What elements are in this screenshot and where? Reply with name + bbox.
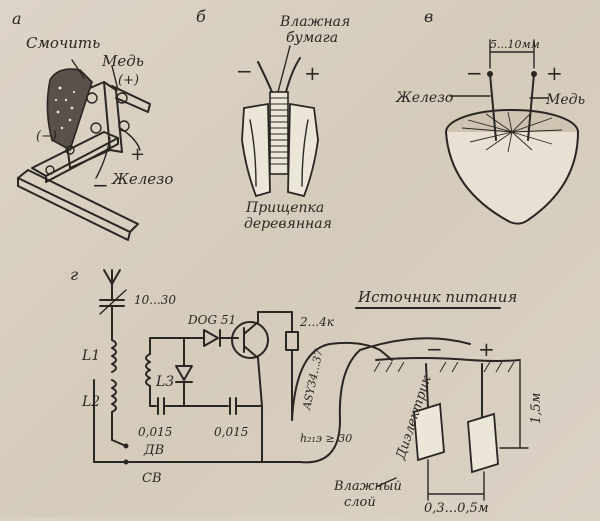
minus-plate <box>413 402 445 462</box>
wire-minus <box>95 137 111 179</box>
plate-lines <box>270 97 288 165</box>
base-plate <box>17 169 139 233</box>
lemon-segments <box>461 111 563 153</box>
pointer-wet-paper <box>277 45 291 93</box>
spacing-label: 5...10мм <box>490 38 540 51</box>
sv-label: СВ <box>142 471 162 486</box>
L3-label: L3 <box>155 374 174 390</box>
plate-stack <box>269 91 289 175</box>
minus-sign-b: − <box>236 59 253 83</box>
minus-sign-v: − <box>466 61 483 85</box>
L1-label: L1 <box>81 348 100 364</box>
diode-dog51 <box>203 329 219 347</box>
label-wet-paper-1: Влажная <box>279 14 350 30</box>
plus-sign-v: + <box>546 61 563 85</box>
wet-layer-label-1: Влажный <box>333 479 402 494</box>
wet-layer-label-2: слой <box>344 495 376 510</box>
minus-paren: (−) <box>36 129 57 144</box>
wet-felt <box>46 68 93 152</box>
iron-electrode <box>489 73 497 141</box>
label-copper: Медь <box>101 52 144 70</box>
top-plate <box>111 85 151 113</box>
transistor-emitter <box>243 345 259 359</box>
panel-b: б − + Влажная бумага Прищепка деревянная <box>196 7 350 232</box>
diode-label: DOG 51 <box>187 313 236 327</box>
panel-a: a Смочить <box>12 9 173 241</box>
label-iron-v: Железо <box>395 90 453 106</box>
panel-v: в 5...10мм − + Железо Медь <box>395 7 585 225</box>
lead-plus <box>285 57 301 93</box>
label-wet: Смочить <box>26 34 100 52</box>
minus-sign: − <box>92 173 109 197</box>
minus-rod <box>425 363 429 409</box>
label-clip-2: деревянная <box>244 216 332 232</box>
pointer-wet <box>71 59 85 79</box>
label-wet-paper-2: бумага <box>286 30 338 46</box>
ground-hatching <box>373 361 515 373</box>
depth-label: 1,5м <box>529 393 544 424</box>
plus-sign-b: + <box>304 61 321 85</box>
label-copper-v: Медь <box>545 92 585 108</box>
label-iron: Железо <box>111 170 173 188</box>
copper-terminal <box>531 71 537 77</box>
plus-paren: (+) <box>118 73 139 88</box>
coil-L3 <box>145 353 151 387</box>
coil-L2 <box>111 379 117 413</box>
diode-detector <box>175 365 193 381</box>
transistor-label: ASY34...37 <box>300 348 326 412</box>
switch-dv-wire <box>111 439 127 447</box>
clothespin-left <box>241 102 271 198</box>
copper-electrode <box>527 73 535 141</box>
plus-plate <box>467 412 499 474</box>
cap2-label: 0,015 <box>214 425 248 439</box>
power-source-label: Источник питания <box>357 288 517 306</box>
tune-cap-arrow <box>99 289 127 315</box>
antenna-icon <box>103 269 121 301</box>
resistor-label: 2...4к <box>299 315 335 329</box>
hfe-label: h₂₁э ≥ 30 <box>300 432 352 445</box>
plus-sign-g: + <box>478 337 495 361</box>
wire-emitter-down <box>257 357 263 407</box>
copper-strip-side <box>103 81 123 153</box>
label-clip-1: Прищепка <box>245 200 324 216</box>
panel-a-letter: a <box>12 9 22 28</box>
distance-label: 0,3...0,5м <box>424 501 489 516</box>
ground-surface <box>375 357 521 362</box>
panel-v-letter: в <box>424 7 433 26</box>
plus-sign: + <box>130 144 145 165</box>
grain-left <box>249 119 257 187</box>
lemon-peel <box>445 131 579 225</box>
panel-g-letter: г <box>70 265 78 284</box>
dv-label: ДВ <box>143 443 164 458</box>
wire-plus <box>119 127 141 151</box>
panel-b-letter: б <box>196 7 206 26</box>
L2-label: L2 <box>81 394 100 410</box>
cap-tune-label: 10...30 <box>134 293 176 307</box>
coil-L1 <box>111 339 117 373</box>
cap1-label: 0,015 <box>138 425 172 439</box>
transistor-collector <box>243 321 259 335</box>
iron-terminal <box>487 71 493 77</box>
wire-to-plus <box>299 337 471 464</box>
wet-layer-pointer <box>377 477 397 487</box>
resistor <box>285 331 299 351</box>
lead-minus <box>257 61 273 93</box>
felt-speckle <box>54 86 76 130</box>
base-plate-edge <box>17 177 131 241</box>
minus-sign-g: − <box>426 337 443 361</box>
grain-right <box>301 119 309 187</box>
pointer-copper <box>111 65 119 91</box>
transistor-body <box>231 321 269 359</box>
panel-g: г 10...30 L1 L2 ДВ СВ L3 0,01 <box>70 265 544 516</box>
